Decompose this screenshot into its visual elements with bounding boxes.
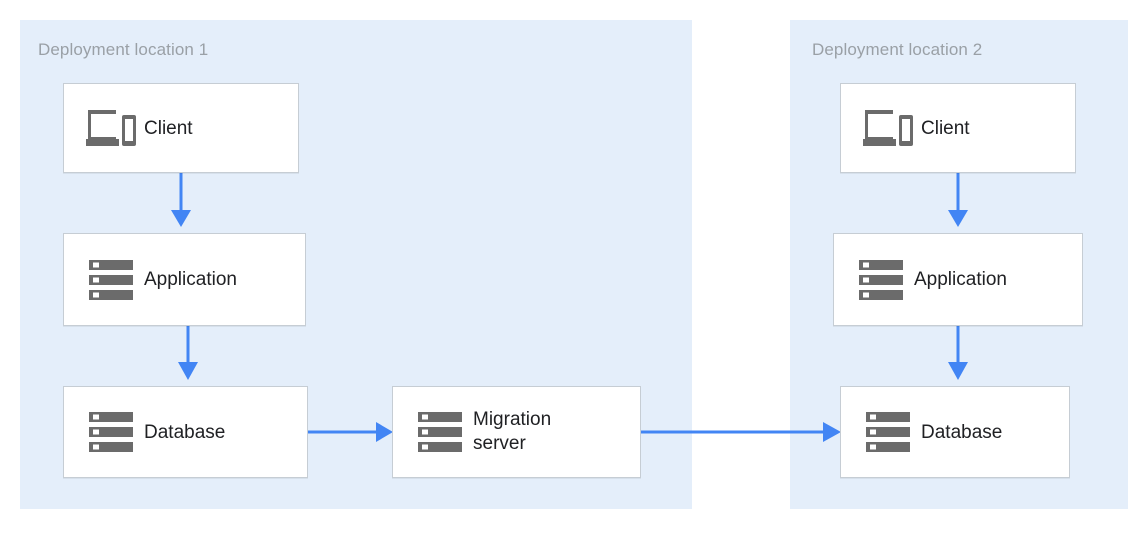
node-client-2[interactable]: Client — [840, 83, 1076, 173]
node-database-2[interactable]: Database — [840, 386, 1070, 478]
zone-label-2: Deployment location 2 — [812, 40, 983, 59]
client-devices-icon — [855, 107, 921, 149]
client-devices-icon — [78, 107, 144, 149]
zone-label-1: Deployment location 1 — [38, 40, 209, 59]
node-label: Application — [914, 269, 1007, 290]
node-application-2[interactable]: Application — [833, 233, 1083, 326]
server-icon — [855, 411, 921, 453]
node-label: Application — [144, 269, 237, 290]
node-label-line-1: Migration — [473, 409, 552, 430]
node-label: Database — [144, 421, 226, 443]
node-client-1[interactable]: Client — [63, 83, 299, 173]
node-label: Client — [921, 117, 970, 139]
server-icon — [848, 259, 914, 301]
node-label: Database — [921, 421, 1003, 443]
server-icon — [78, 411, 144, 453]
node-label: Client — [144, 117, 193, 139]
node-label-line-2: server — [473, 433, 526, 454]
server-icon — [407, 411, 473, 453]
node-database-1[interactable]: Database — [63, 386, 308, 478]
node-label-migration-server: Migration server — [473, 408, 626, 456]
server-icon — [78, 259, 144, 301]
node-application-1[interactable]: Application — [63, 233, 306, 326]
node-migration-server[interactable]: Migration server — [392, 386, 641, 478]
